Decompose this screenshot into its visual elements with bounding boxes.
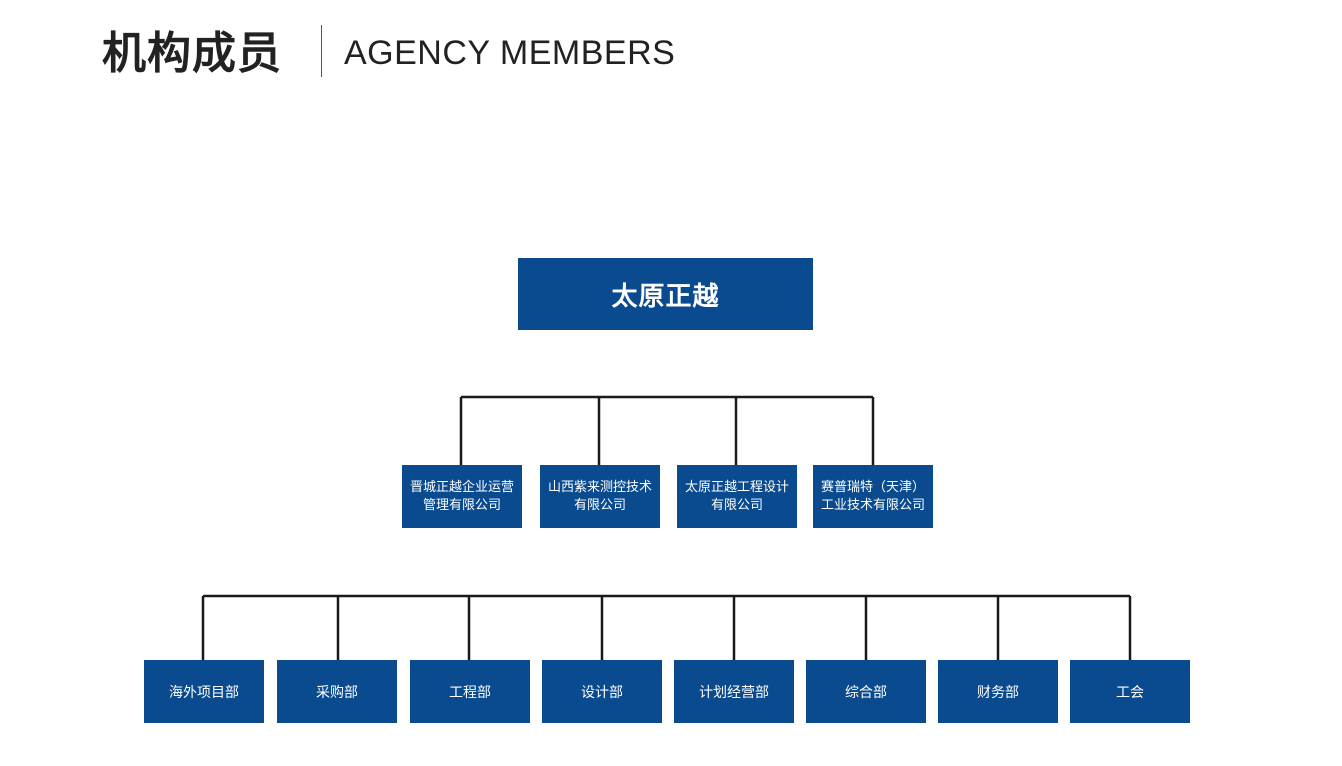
department-node: 海外项目部	[144, 660, 264, 723]
subsidiary-node: 山西紫来测控技术有限公司	[540, 465, 660, 528]
department-node: 工程部	[410, 660, 530, 723]
department-node: 财务部	[938, 660, 1058, 723]
page-title: 机构成员	[102, 28, 282, 79]
department-node: 工会	[1070, 660, 1190, 723]
department-node: 计划经营部	[674, 660, 794, 723]
department-node: 综合部	[806, 660, 926, 723]
subsidiary-node: 晋城正越企业运营管理有限公司	[402, 465, 522, 528]
org-root-node: 太原正越	[518, 258, 813, 330]
subsidiary-node: 赛普瑞特（天津）工业技术有限公司	[813, 465, 933, 528]
subsidiary-node: 太原正越工程设计有限公司	[677, 465, 797, 528]
department-node: 设计部	[542, 660, 662, 723]
page-subtitle: AGENCY MEMBERS	[344, 34, 676, 72]
department-node: 采购部	[277, 660, 397, 723]
title-divider	[321, 25, 322, 77]
